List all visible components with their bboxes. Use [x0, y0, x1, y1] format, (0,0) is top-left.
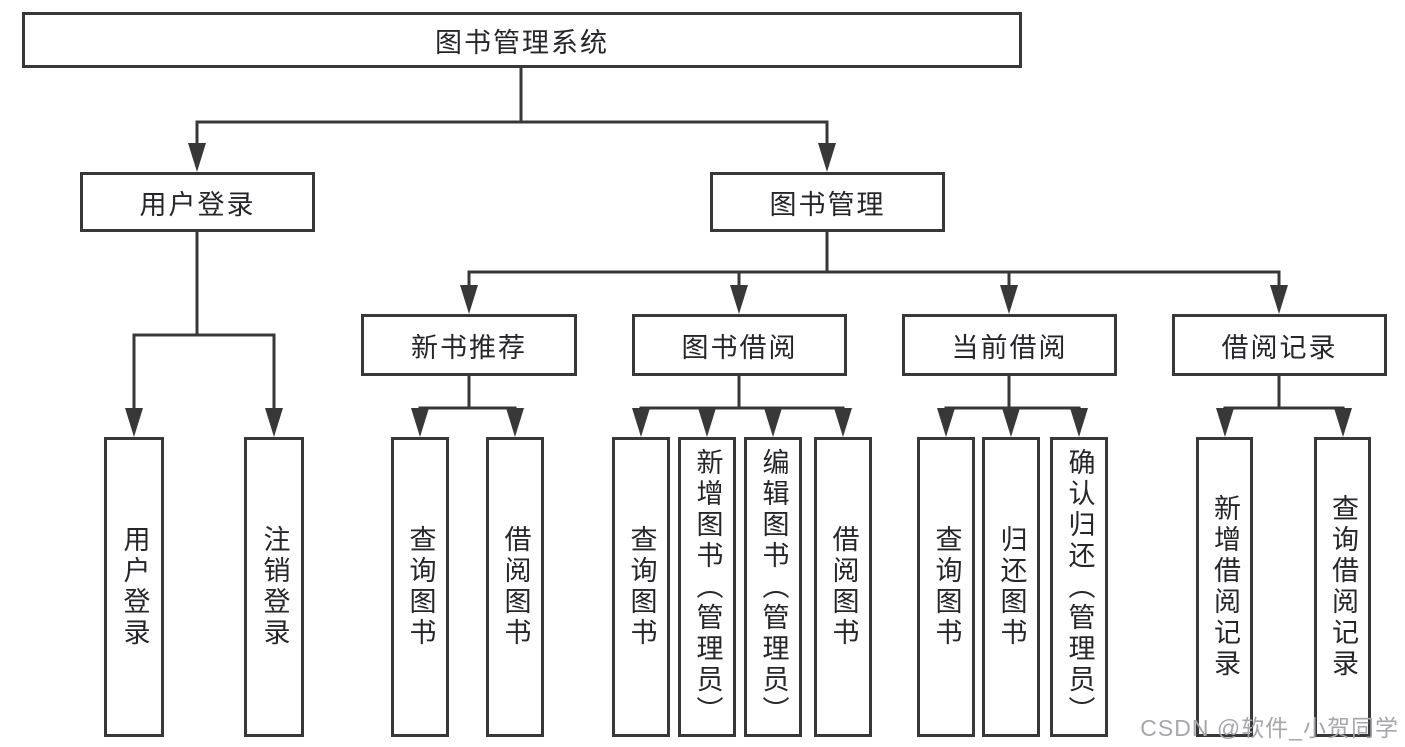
leaf-add-books-admin: 新增图书（管理员） — [678, 437, 736, 737]
leaf-edit-books-admin: 编辑图书（管理员） — [744, 437, 802, 737]
node-new-book-recommend: 新书推荐 — [361, 314, 577, 376]
leaf-confirm-return-admin: 确认归还（管理员） — [1050, 437, 1108, 737]
arrow-down-icon — [1216, 408, 1234, 437]
connector-user-login-to-leaves — [125, 230, 283, 437]
leaf-borrow-books: 借阅图书 — [814, 437, 872, 737]
leaf-query-books-borrow: 查询图书 — [612, 437, 670, 737]
leaf-query-borrow-record: 查询借阅记录 — [1314, 437, 1371, 737]
leaf-add-borrow-record: 新增借阅记录 — [1196, 437, 1253, 737]
arrow-down-icon — [506, 408, 524, 437]
connector-book-management-to-level3 — [460, 230, 1288, 314]
arrow-down-icon — [1334, 408, 1352, 437]
leaf-return-books: 归还图书 — [982, 437, 1040, 737]
node-book-management: 图书管理 — [710, 172, 945, 232]
arrow-down-icon — [764, 408, 782, 437]
arrow-down-icon — [834, 408, 852, 437]
leaf-user-login: 用户登录 — [104, 437, 164, 737]
arrow-down-icon — [937, 408, 955, 437]
connector-root-to-level2 — [188, 66, 836, 172]
leaf-logout: 注销登录 — [244, 437, 304, 737]
arrow-down-icon — [698, 408, 716, 437]
arrow-down-icon — [1002, 408, 1020, 437]
connector-new-book-to-leaves — [411, 374, 524, 437]
arrow-down-icon — [265, 408, 283, 437]
arrow-down-icon — [730, 285, 748, 314]
arrow-down-icon — [411, 408, 429, 437]
arrow-down-icon — [1000, 285, 1018, 314]
leaf-borrow-books-recommend: 借阅图书 — [486, 437, 544, 737]
node-user-login: 用户登录 — [80, 172, 315, 232]
connector-borrow-records-to-leaves — [1216, 374, 1352, 437]
arrow-down-icon — [460, 285, 478, 314]
node-book-borrow: 图书借阅 — [632, 314, 847, 376]
leaf-query-books-recommend: 查询图书 — [391, 437, 449, 737]
arrow-down-icon — [125, 408, 143, 437]
connector-book-borrow-to-leaves — [632, 374, 852, 437]
arrow-down-icon — [188, 143, 206, 172]
leaf-query-books-current: 查询图书 — [917, 437, 975, 737]
arrow-down-icon — [1070, 408, 1088, 437]
connector-current-borrow-to-leaves — [937, 374, 1088, 437]
arrow-down-icon — [1270, 285, 1288, 314]
node-root-system: 图书管理系统 — [22, 12, 1022, 68]
csdn-watermark: CSDN @软件_小贺同学 — [1140, 715, 1399, 741]
arrow-down-icon — [818, 143, 836, 172]
arrow-down-icon — [632, 408, 650, 437]
node-borrow-records: 借阅记录 — [1172, 314, 1387, 376]
node-current-borrow: 当前借阅 — [902, 314, 1117, 376]
